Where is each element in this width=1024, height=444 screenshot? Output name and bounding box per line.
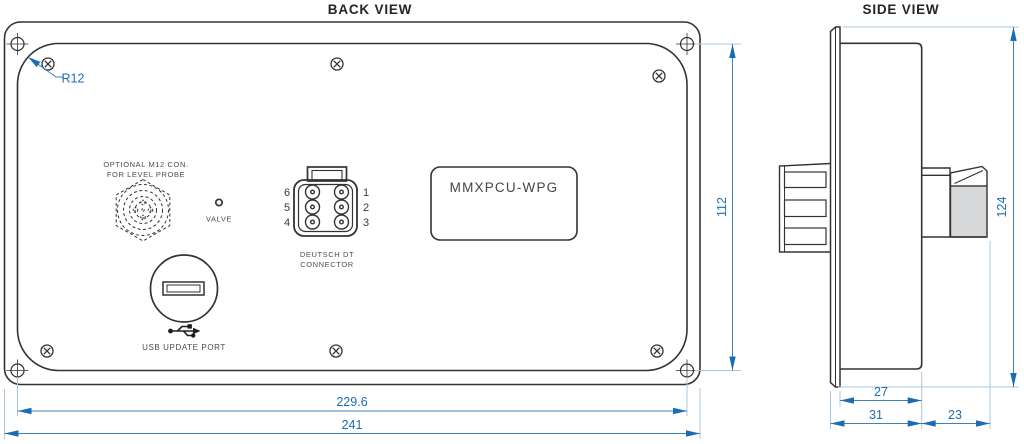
dim-241-text: 241	[342, 418, 363, 432]
dt-pin-number: 2	[363, 202, 369, 214]
usb-port-label: USB UPDATE PORT	[142, 343, 226, 352]
dim-depth-with-flange: 31	[830, 408, 922, 427]
side-body	[840, 42, 923, 370]
m12-connector-icon	[115, 178, 171, 242]
dim-corner-radius: R12	[28, 57, 85, 86]
side-flange	[829, 26, 841, 388]
back-view-title: BACK VIEW	[328, 2, 412, 17]
side-dt-connector	[778, 162, 831, 253]
dt-connector-icon	[293, 166, 358, 237]
dimensions: R12 112 229.6 241 124	[4, 26, 1019, 439]
dim-229-6-text: 229.6	[336, 395, 367, 409]
dim-overall-height: 124	[995, 27, 1017, 387]
screw-icon	[330, 57, 344, 71]
screw-icon	[40, 344, 54, 358]
dt-pin-number: 3	[363, 217, 369, 229]
dt-connector-label-line1: DEUTSCH DT	[300, 250, 354, 259]
mounting-hole-top-left	[6, 33, 29, 55]
dt-pin-number: 5	[284, 202, 290, 214]
dim-124-text: 124	[995, 197, 1009, 218]
mounting-hole-top-right	[676, 33, 698, 55]
dt-pin-number: 6	[284, 187, 290, 199]
dim-27-text: 27	[874, 385, 888, 399]
dim-body-depth: 27	[840, 385, 922, 404]
usb-symbol-icon	[168, 324, 201, 338]
dt-pin-number: 4	[284, 217, 290, 229]
dim-r12-text: R12	[62, 72, 85, 86]
dim-hole-spacing-horizontal: 229.6	[17, 395, 687, 415]
valve-indicator-icon	[214, 198, 224, 207]
model-label: MMXPCU-WPG	[450, 180, 559, 195]
connector-cap-icon	[949, 165, 988, 186]
dt-pin-number: 1	[363, 187, 369, 199]
dim-31-text: 31	[869, 408, 883, 422]
m12-label-line1: OPTIONAL M12 CON.	[103, 160, 188, 169]
screws	[40, 57, 666, 358]
screw-icon	[652, 69, 666, 83]
side-view	[778, 26, 988, 388]
screw-icon	[41, 57, 55, 71]
dim-overall-width: 241	[4, 418, 700, 437]
back-panel-outline	[3, 21, 701, 386]
side-view-title: SIDE VIEW	[863, 2, 940, 17]
screw-icon	[329, 344, 343, 358]
dim-hole-spacing-vertical: 112	[715, 44, 736, 371]
dim-112-text: 112	[715, 197, 729, 217]
screw-icon	[650, 344, 664, 358]
dt-connector-label-line2: CONNECTOR	[300, 260, 354, 269]
m12-label-line2: FOR LEVEL PROBE	[107, 170, 185, 179]
model-label-box	[430, 166, 578, 241]
dim-connector-depth: 23	[921, 408, 990, 427]
extension-lines	[4, 26, 1019, 439]
dim-23-text: 23	[948, 408, 962, 422]
back-view: OPTIONAL M12 CON. FOR LEVEL PROBE VALVE	[3, 21, 701, 386]
side-rear-connector	[921, 165, 988, 238]
usb-port-icon	[149, 254, 219, 323]
valve-label: VALVE	[206, 215, 232, 224]
